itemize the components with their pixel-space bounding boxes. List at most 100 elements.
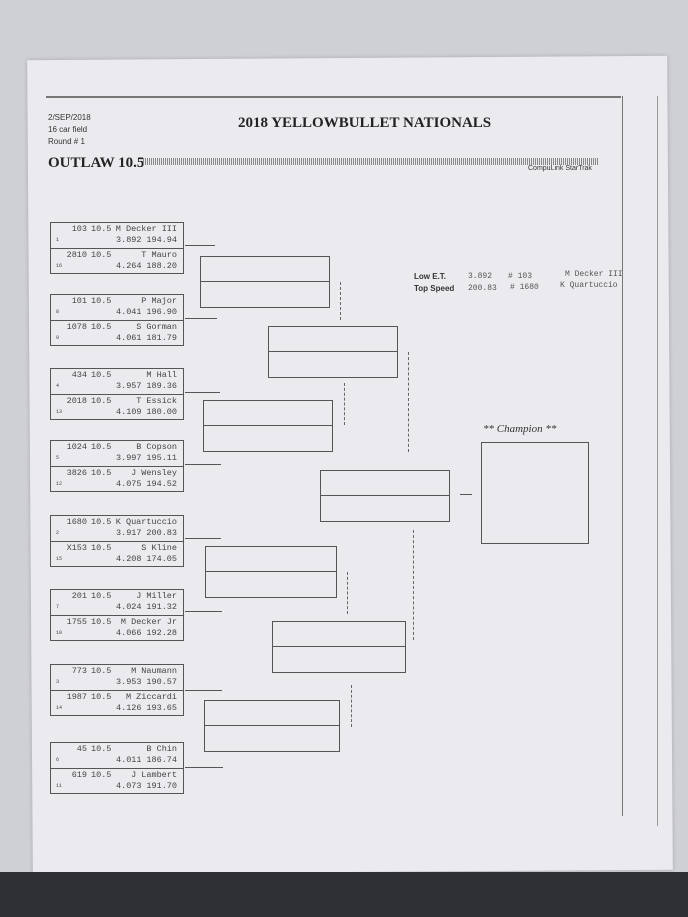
table-surface [0, 872, 688, 917]
car-number: 1024 [66, 442, 87, 452]
car-number: 1987 [66, 692, 87, 702]
elapsed-time: 4.011 [116, 755, 142, 765]
elapsed-time: 3.957 [116, 381, 142, 391]
driver-name: K Quartuccio [115, 517, 177, 527]
connector [460, 494, 472, 495]
seed: 11 [56, 783, 63, 789]
car-number: 1680 [66, 517, 87, 527]
racer-entry: 2018 10.5 T Essick 13 4.109 180.00 [51, 394, 183, 420]
car-number: 434 [71, 370, 87, 380]
connector [347, 572, 348, 614]
speed: 191.70 [146, 781, 177, 791]
elapsed-time: 3.953 [116, 677, 142, 687]
car-number: 2018 [66, 396, 87, 406]
seed: 9 [56, 335, 60, 341]
top-rule [46, 96, 621, 98]
round2-slot-4 [204, 700, 340, 752]
connector [351, 685, 352, 727]
semifinal-slot-2 [272, 621, 406, 673]
connector [185, 245, 215, 246]
low-et-driver: M Decker III [565, 270, 623, 279]
car-class: 10.5 [91, 591, 112, 601]
final-slot [320, 470, 450, 522]
match-5: 1680 10.5 K Quartuccio 2 3.917 200.83 X1… [50, 515, 184, 567]
page-edge-rule [657, 96, 658, 826]
connector [340, 282, 341, 320]
driver-name: M Ziccardi [125, 692, 177, 702]
racer-entry: 1680 10.5 K Quartuccio 2 3.917 200.83 [51, 516, 183, 541]
car-class: 10.5 [91, 370, 112, 380]
connector [185, 318, 217, 319]
car-class: 10.5 [91, 692, 112, 702]
elapsed-time: 4.066 [116, 628, 142, 638]
elapsed-time: 4.061 [116, 333, 142, 343]
top-speed-value: 200.83 [468, 284, 497, 293]
seed: 1 [56, 237, 60, 243]
racer-entry: 3826 10.5 J Wensley 12 4.075 194.52 [51, 466, 183, 492]
hatch-bar [143, 158, 598, 165]
elapsed-time: 4.041 [116, 307, 142, 317]
driver-name: B Chin [146, 744, 177, 754]
car-class: 10.5 [91, 250, 112, 260]
speed: 180.00 [146, 407, 177, 417]
car-number: 1755 [66, 617, 87, 627]
racer-entry: X153 10.5 S Kline 15 4.208 174.05 [51, 541, 183, 567]
seed: 12 [56, 481, 63, 487]
car-class: 10.5 [91, 543, 112, 553]
round2-slot-3 [205, 546, 337, 598]
speed: 189.36 [146, 381, 177, 391]
seed: 15 [56, 556, 63, 562]
car-number: 2810 [66, 250, 87, 260]
racer-entry: 101 10.5 P Major 8 4.041 196.90 [51, 295, 183, 320]
speed: 186.74 [146, 755, 177, 765]
car-class: 10.5 [91, 770, 112, 780]
seed: 14 [56, 705, 63, 711]
low-et-car: # 103 [508, 272, 533, 281]
seed: 7 [56, 604, 60, 610]
driver-name: M Naumann [131, 666, 177, 676]
round2-slot-1 [200, 256, 330, 308]
racer-entry: 434 10.5 M Hall 4 3.957 189.36 [51, 369, 183, 394]
elapsed-time: 4.073 [116, 781, 142, 791]
connector [185, 538, 221, 539]
seed: 10 [56, 630, 63, 636]
car-class: 10.5 [91, 224, 112, 234]
round: Round # 1 [48, 137, 85, 146]
car-class: 10.5 [91, 517, 112, 527]
car-class: 10.5 [91, 296, 112, 306]
match-6: 201 10.5 J Miller 7 4.024 191.32 1755 10… [50, 589, 184, 641]
driver-name: S Gorman [136, 322, 177, 332]
date: 2/SEP/2018 [48, 113, 91, 122]
elapsed-time: 3.917 [116, 528, 142, 538]
driver-name: P Major [141, 296, 177, 306]
elapsed-time: 4.109 [116, 407, 142, 417]
racer-entry: 1024 10.5 B Copson 5 3.997 195.11 [51, 441, 183, 466]
connector [185, 392, 220, 393]
match-4: 1024 10.5 B Copson 5 3.997 195.11 3826 1… [50, 440, 184, 492]
racer-entry: 2810 10.5 T Mauro 16 4.264 188.20 [51, 248, 183, 274]
elapsed-time: 4.024 [116, 602, 142, 612]
seed: 13 [56, 409, 63, 415]
car-number: 619 [71, 770, 87, 780]
seed: 16 [56, 263, 63, 269]
car-number: 3826 [66, 468, 87, 478]
car-number: 103 [71, 224, 87, 234]
elapsed-time: 4.264 [116, 261, 142, 271]
car-number: 101 [71, 296, 87, 306]
right-rule [622, 96, 623, 816]
match-7: 773 10.5 M Naumann 3 3.953 190.57 1987 1… [50, 664, 184, 716]
top-speed-car: # 1680 [510, 283, 539, 292]
speed: 191.32 [146, 602, 177, 612]
low-et-label: Low E.T. [414, 272, 446, 281]
car-number: 201 [71, 591, 87, 601]
driver-name: T Mauro [141, 250, 177, 260]
speed: 195.11 [146, 453, 177, 463]
connector [185, 690, 222, 691]
connector [185, 611, 222, 612]
car-number: 773 [71, 666, 87, 676]
seed: 8 [56, 309, 60, 315]
car-number: X153 [66, 543, 87, 553]
car-class: 10.5 [91, 396, 112, 406]
connector [408, 352, 409, 452]
driver-name: J Miller [136, 591, 177, 601]
